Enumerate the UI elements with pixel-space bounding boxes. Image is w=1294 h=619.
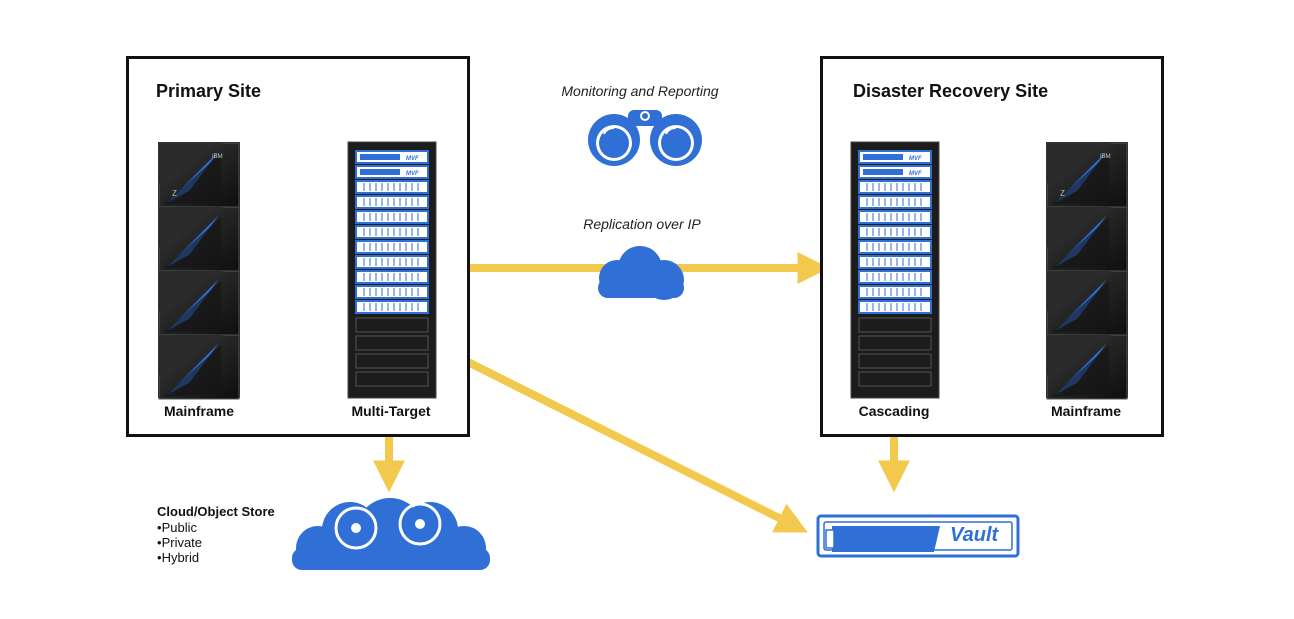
multi-target-rack-icon: MVF MVF	[347, 141, 437, 399]
cloud-store-list: Public Private Hybrid	[157, 520, 202, 565]
multi-target-brand-top: MVF	[406, 156, 419, 162]
primary-mainframe-label: Mainframe	[163, 403, 235, 419]
primary-mainframe-mark: Z	[172, 189, 177, 198]
primary-mainframe-icon: IBM Z	[158, 142, 240, 400]
primary-site-title: Primary Site	[156, 81, 262, 101]
multi-target-label: Multi-Target	[351, 403, 431, 419]
dr-mainframe-badge: IBM	[1100, 154, 1111, 160]
dr-mainframe-icon: IBM Z	[1046, 142, 1128, 400]
dr-site-title: Disaster Recovery Site	[853, 81, 1049, 101]
monitoring-label: Monitoring and Reporting	[561, 83, 719, 99]
dr-mainframe-mark: Z	[1060, 189, 1065, 198]
replication-cloud-icon	[598, 246, 684, 300]
list-item: Hybrid	[157, 550, 202, 565]
binoculars-icon	[588, 110, 702, 166]
cascading-brand-second: MVF	[909, 171, 922, 177]
vault-icon	[816, 514, 1020, 558]
replication-label: Replication over IP	[583, 216, 701, 232]
cascading-rack-icon: MVF MVF	[850, 141, 940, 399]
list-item: Private	[157, 535, 202, 550]
primary-mainframe-badge: IBM	[212, 154, 223, 160]
dr-mainframe-label: Mainframe	[1050, 403, 1122, 419]
multi-target-brand-second: MVF	[406, 171, 419, 177]
vault-label: Vault	[950, 524, 999, 546]
vault-arrow	[434, 342, 808, 533]
list-item: Public	[157, 520, 202, 535]
cloud-store-title: Cloud/Object Store	[157, 504, 275, 519]
cloud-object-store-icon	[292, 498, 490, 570]
cascading-brand-top: MVF	[909, 156, 922, 162]
cascading-label: Cascading	[858, 403, 930, 419]
